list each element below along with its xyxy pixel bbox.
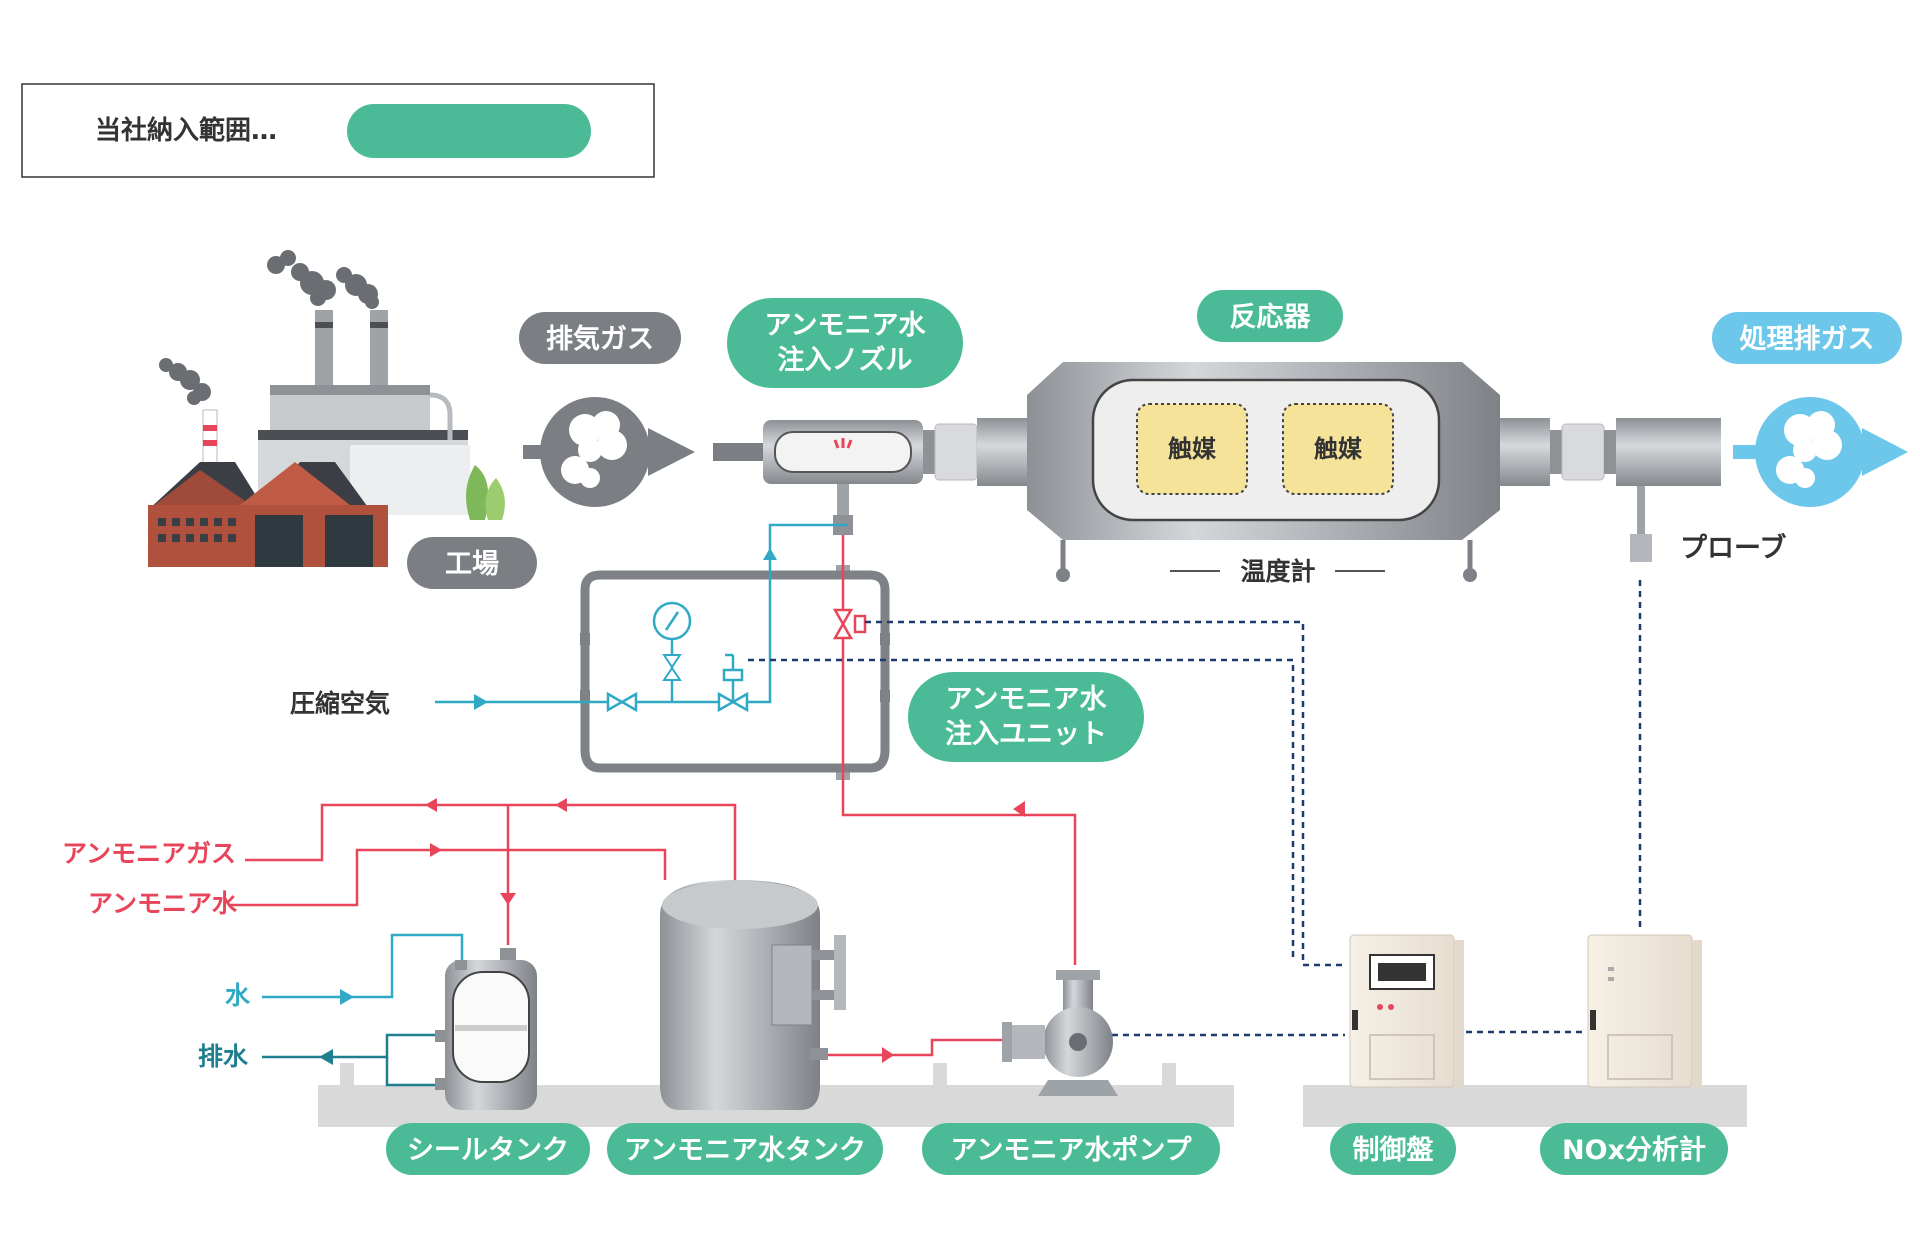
legend: 当社納入範囲… (21, 83, 655, 178)
legend-label: 当社納入範囲… (95, 115, 277, 146)
seal-tank-label: シールタンク (407, 1135, 569, 1166)
ammonia-tank-label: アンモニア水タンク (624, 1135, 866, 1166)
reactor-pill (1197, 290, 1343, 342)
control-panel-label: 制御盤 (1353, 1135, 1435, 1166)
ammonia-tank-pill (607, 1123, 883, 1175)
equipment-base-right (1303, 1085, 1747, 1127)
thermometer-label: 温度計 (1240, 557, 1315, 586)
factory-icon (148, 250, 505, 567)
ammonia-pump-pill (922, 1123, 1220, 1175)
nox-analyzer-pill (1540, 1123, 1728, 1175)
regulator-valve-icon (717, 668, 749, 713)
legend-swatch (347, 104, 591, 158)
unit-label-line1: アンモニア水 (946, 684, 1108, 715)
compressed-air-label: 圧縮空気 (290, 689, 390, 718)
ammonia-gas-label: アンモニアガス (62, 839, 236, 868)
ammonia-valve-icon (832, 608, 867, 640)
spray-icon (833, 438, 853, 449)
exhaust-gas-icon (523, 397, 695, 507)
catalyst-2-label: 触媒 (1314, 435, 1363, 463)
control-panel-pill (1330, 1123, 1456, 1175)
seal-tank-pill (386, 1123, 590, 1175)
probe (1630, 486, 1652, 562)
seal-tank (435, 948, 537, 1110)
nox-analyzer-label: NOx分析計 (1562, 1134, 1706, 1166)
catalyst-1-label: 触媒 (1168, 435, 1217, 463)
water-line (262, 933, 464, 999)
nozzle-label-line2: 注入ノズル (778, 344, 913, 376)
ammonia-pump-label: アンモニア水ポンプ (950, 1135, 1192, 1166)
nox-analyzer-cabinet-icon (1587, 934, 1702, 1088)
nozzle-pill (727, 298, 963, 388)
smoke-cloud-icon (159, 250, 379, 405)
water-label: 水 (225, 981, 251, 1010)
pump-icon (1002, 970, 1118, 1096)
ammonia-tank (660, 880, 846, 1110)
factory-pill (407, 537, 537, 589)
unit-pill (908, 672, 1144, 762)
nozzle-label-line1: アンモニア水 (765, 310, 927, 341)
probe-label: プローブ (1680, 532, 1786, 564)
ammonia-water-label: アンモニア水 (88, 889, 238, 918)
treated-gas-pill (1712, 312, 1902, 364)
signal-lines (748, 580, 1642, 1037)
control-panel-cabinet-icon (1349, 934, 1464, 1088)
exhaust-gas-label: 排気ガス (546, 323, 654, 355)
treated-gas-icon (1733, 397, 1908, 507)
air-valve-icon (606, 691, 638, 713)
injection-nozzle (763, 420, 923, 535)
drain-label: 排水 (198, 1042, 249, 1071)
pressure-gauge-icon (652, 601, 692, 681)
factory-label: 工場 (445, 549, 499, 580)
reactor-label: 反応器 (1230, 301, 1312, 333)
unit-label-line2: 注入ユニット (945, 718, 1107, 750)
treated-gas-label: 処理排ガス (1740, 323, 1875, 355)
reactor: 触媒 触媒 (1027, 362, 1500, 582)
exhaust-gas-pill (519, 312, 681, 364)
ammonia-lines (230, 535, 1077, 1057)
